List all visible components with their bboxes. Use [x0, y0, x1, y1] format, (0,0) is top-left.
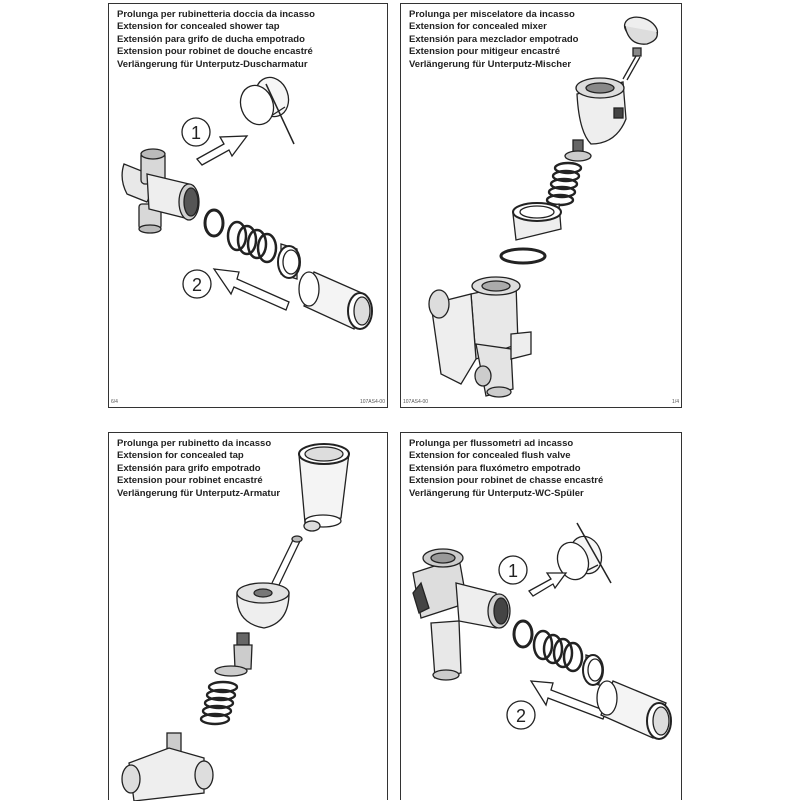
title-it: Prolunga per flussometri ad incasso: [409, 438, 574, 449]
flush-valve-exploded-diagram: 1 2: [412, 522, 672, 740]
screw: [622, 47, 642, 81]
extension-sleeve-top: [556, 522, 612, 584]
arrow-step-1: [195, 135, 249, 166]
extension-sleeve-top: [239, 76, 295, 145]
mixer-body: [428, 276, 532, 398]
title-de: Verlängerung für Unterputz-Mischer: [409, 58, 572, 70]
step-circle-1: [498, 555, 528, 585]
panel-titles: Prolunga per flussometri ad incasso Exte…: [409, 438, 603, 500]
small-washer: [303, 520, 321, 532]
panel-concealed-tap: Prolunga per rubinetto da incasso Extens…: [108, 432, 388, 801]
step-circle-2: [182, 269, 212, 299]
step-circle-1: [181, 117, 211, 147]
panel-flush-valve: Prolunga per flussometri ad incasso Exte…: [400, 432, 682, 800]
extension-sleeve-long: [596, 680, 672, 740]
ring-connector: [582, 654, 604, 686]
step-label-1: 1: [508, 561, 518, 581]
arrow-step-1: [528, 572, 568, 597]
o-ring: [499, 247, 547, 265]
step-label-2: 2: [516, 706, 526, 726]
footer-left: 107AS4-00: [403, 399, 429, 405]
title-it: Prolunga per miscelatore da incasso: [409, 9, 575, 20]
footer-left: 6/4: [111, 399, 118, 405]
screw: [271, 535, 303, 586]
title-de: Verlängerung für Unterputz-Duscharmatur: [117, 58, 308, 70]
title-de: Verlängerung für Unterputz-WC-Spüler: [409, 487, 584, 499]
collar: [512, 202, 562, 241]
title-en: Extension for concealed flush valve: [409, 450, 571, 462]
footer-right: 1/4: [672, 399, 679, 405]
extension-sleeve-long: [298, 443, 350, 528]
title-fr: Extension pour mitigeur encastré: [409, 46, 560, 58]
title-fr: Extension pour robinet encastré: [117, 475, 263, 487]
mixer-exploded-diagram: [428, 16, 659, 398]
title-it: Prolunga per rubinetto da incasso: [117, 438, 272, 449]
title-es: Extensión para mezclador empotrado: [409, 33, 579, 45]
step-label-1: 1: [191, 123, 201, 143]
cartridge-stem: [564, 139, 592, 162]
title-en: Extension for concealed tap: [117, 450, 244, 462]
panel-titles: Prolunga per miscelatore da incasso Exte…: [409, 9, 578, 71]
title-es: Extensión para grifo empotrado: [117, 462, 261, 474]
spring: [545, 161, 583, 207]
title-it: Prolunga per rubinetteria doccia da inca…: [117, 9, 315, 20]
title-en: Extension for concealed mixer: [409, 21, 547, 33]
washer: [203, 208, 225, 238]
handle: [575, 77, 627, 145]
title-fr: Extension pour robinet de chasse encastr…: [409, 475, 604, 487]
title-de: Verlängerung für Unterputz-Armatur: [117, 487, 281, 499]
panel-concealed-mixer: Prolunga per miscelatore da incasso Exte…: [400, 3, 682, 408]
cap: [623, 16, 659, 45]
panel-titles: Prolunga per rubinetto da incasso Extens…: [117, 438, 280, 500]
arrow-step-2: [212, 268, 290, 311]
panel-shower-tap: Prolunga per rubinetteria doccia da inca…: [108, 3, 388, 408]
title-es: Extensión para grifo de ducha empotrado: [117, 33, 305, 45]
arrow-step-2: [529, 680, 607, 720]
title-es: Extensión para fluxómetro empotrado: [409, 462, 581, 474]
valve-body: [121, 732, 214, 801]
panel-titles: Prolunga per rubinetteria doccia da inca…: [117, 9, 315, 71]
title-en: Extension for concealed shower tap: [117, 21, 280, 33]
ring-connector: [277, 243, 301, 280]
spindle-stem: [214, 632, 253, 677]
spring: [199, 680, 239, 726]
tap-exploded-diagram: [121, 443, 350, 801]
step-label-2: 2: [192, 275, 202, 295]
spring: [226, 220, 278, 264]
valve-body: [412, 548, 511, 681]
spring: [532, 629, 584, 673]
extension-sleeve-long: [298, 271, 373, 330]
handle-knob: [236, 582, 290, 629]
shower-tap-exploded-diagram: 1 2: [121, 76, 373, 330]
footer-right: 107AS4-00: [359, 399, 385, 405]
washer: [512, 619, 534, 649]
valve-body: [121, 148, 200, 234]
step-circle-2: [506, 700, 536, 730]
title-fr: Extension pour robinet de douche encastr…: [117, 46, 313, 58]
